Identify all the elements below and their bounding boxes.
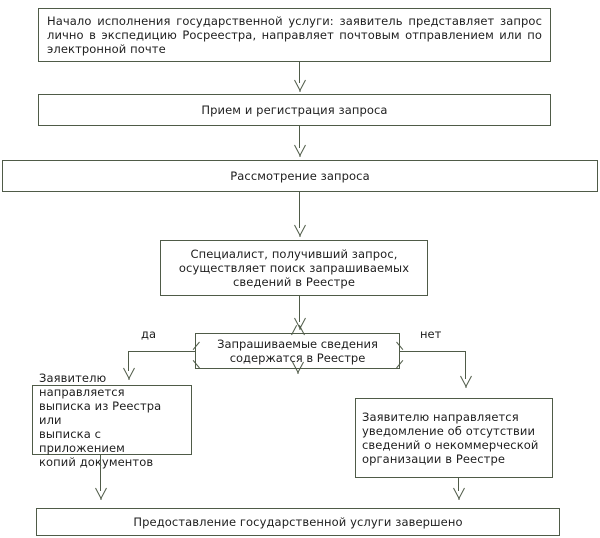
connector-decision-yes-horizontal: [128, 351, 196, 352]
flow-node-specialist: Специалист, получивший запрос, осуществл…: [160, 240, 428, 296]
connector-decision-yes-vertical: [128, 351, 129, 371]
arrowhead-receive-to-review: [293, 145, 307, 156]
flow-node-end: Предоставление государственной услуги за…: [36, 508, 560, 536]
arrowhead-start-to-receive: [293, 80, 307, 91]
flow-node-branch-yes-label: Заявителю направляется выписка из Реестр…: [39, 371, 162, 469]
flow-node-review: Рассмотрение запроса: [2, 160, 598, 192]
flow-node-branch-no: Заявителю направляется уведомление об от…: [355, 398, 553, 478]
arrowhead-review-to-specialist: [293, 225, 307, 236]
decision-bottom-chevron-icon: [291, 362, 305, 373]
connector-decision-no-vertical: [465, 351, 466, 379]
flow-node-review-label: Рассмотрение запроса: [230, 169, 370, 183]
flow-node-specialist-label: Специалист, получивший запрос, осуществл…: [178, 247, 410, 289]
flow-node-start: Начало исполнения государственной услуги…: [38, 8, 551, 62]
arrowhead-decision-no: [459, 376, 473, 387]
arrowhead-yes-to-end: [94, 488, 108, 499]
flow-node-receive-label: Прием и регистрация запроса: [201, 103, 388, 117]
arrowhead-no-to-end: [452, 488, 466, 499]
connector-start-to-receive: [299, 62, 300, 83]
connector-yes-to-end: [100, 455, 101, 491]
decision-top-chevron-icon: [290, 326, 306, 335]
connector-no-to-end: [458, 478, 459, 491]
flow-node-receive: Прием и регистрация запроса: [38, 94, 551, 126]
flow-node-start-label: Начало исполнения государственной услуги…: [47, 14, 542, 56]
connector-review-to-specialist: [299, 192, 300, 228]
flow-node-branch-no-label: Заявителю направляется уведомление об от…: [362, 410, 539, 466]
flow-node-decision-label: Запрашиваемые сведения содержатся в Реес…: [217, 337, 378, 365]
connector-decision-no-horizontal: [400, 351, 466, 352]
connector-specialist-to-decision: [299, 296, 300, 322]
connector-receive-to-review: [299, 126, 300, 148]
edge-label-yes: да: [141, 327, 156, 341]
edge-label-no: нет: [420, 327, 442, 341]
flow-node-branch-yes: Заявителю направляется выписка из Реестр…: [32, 371, 192, 469]
flow-node-end-label: Предоставление государственной услуги за…: [133, 515, 463, 529]
